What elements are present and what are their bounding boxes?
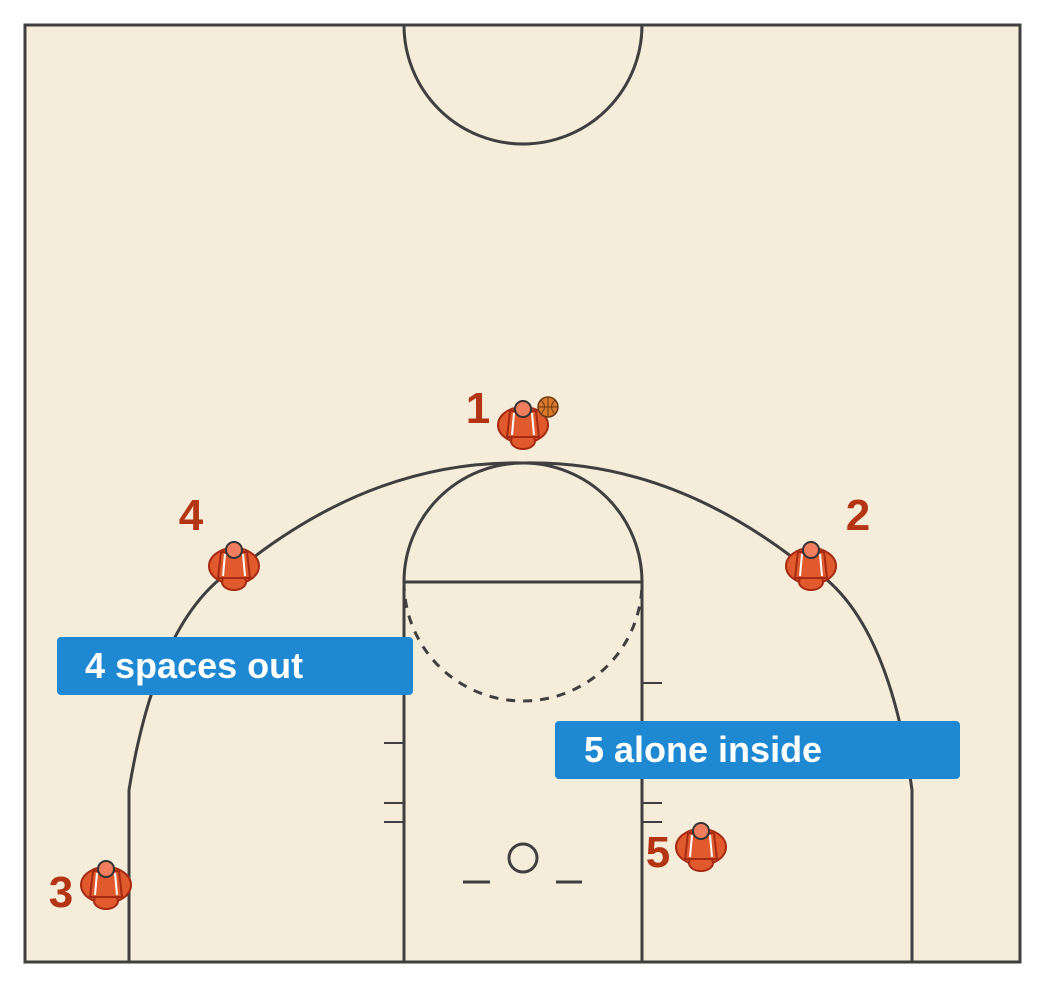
player-1: 1 [466,384,559,450]
player-number: 4 [179,491,204,540]
player-number: 3 [49,868,73,917]
player-3: 3 [49,860,132,917]
free-throw-circle-top [402,461,644,583]
player-5: 5 [646,822,727,877]
player-number: 2 [846,491,870,540]
player-4: 4 [179,491,260,591]
player-2: 2 [785,491,870,591]
half-court-boundary [23,23,1022,964]
hoop-icon [507,842,539,874]
callout-post: 5 alone inside [555,721,960,779]
player-number: 1 [466,384,490,433]
basketball-icon [537,396,559,418]
free-throw-circle-bottom [402,581,644,703]
center-circle [402,24,644,146]
player-number: 5 [646,828,670,877]
callout-spacing: 4 spaces out [57,637,413,695]
